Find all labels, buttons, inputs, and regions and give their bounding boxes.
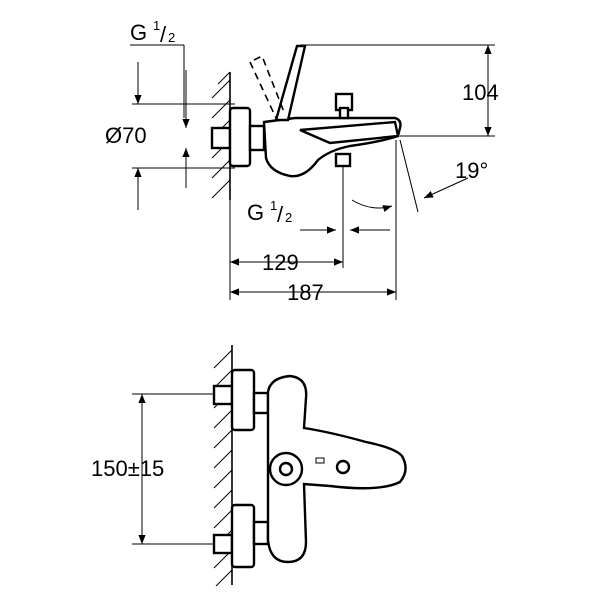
lever-alt-position xyxy=(253,54,285,113)
dimension-150-label: 150±15 xyxy=(91,456,164,481)
thread-top-label: G xyxy=(130,20,147,45)
angle-arrow xyxy=(423,177,469,199)
thread-mid-slash: / xyxy=(277,202,284,227)
dimension-129-label: 129 xyxy=(262,250,299,275)
thread-mid-num: 1 xyxy=(270,198,277,213)
wall-connector-top xyxy=(212,384,234,406)
diverter-knob-arrow xyxy=(285,462,293,470)
angle-label: 19° xyxy=(455,158,488,183)
eccentric-top xyxy=(252,391,270,415)
eccentric-bottom xyxy=(252,520,270,546)
escutcheon-side xyxy=(228,106,252,168)
height-104-label: 104 xyxy=(462,80,499,105)
thread-mid-den: 2 xyxy=(285,210,292,225)
wall-connector-bottom xyxy=(212,533,234,555)
eccentric-side xyxy=(248,124,266,152)
lever-side xyxy=(274,44,307,122)
brand-logo-plate xyxy=(315,457,325,464)
dimension-187-label: 187 xyxy=(287,280,324,305)
diverter-stem-side xyxy=(338,106,350,120)
outlet-front xyxy=(335,459,351,475)
escutcheon-top xyxy=(230,368,256,432)
front-view xyxy=(132,345,407,587)
thread-top-slash: / xyxy=(160,22,167,47)
wall-connector-side xyxy=(210,126,232,150)
spout-side xyxy=(299,120,400,145)
diameter-label: Ø70 xyxy=(105,123,147,148)
thread-mid-label: G xyxy=(247,200,264,225)
side-view xyxy=(130,44,495,300)
escutcheon-bottom xyxy=(230,503,256,569)
thread-top-den: 2 xyxy=(168,30,175,45)
thread-top-num: 1 xyxy=(153,18,160,33)
outlet-side xyxy=(334,152,352,168)
angle-arc xyxy=(351,199,393,213)
